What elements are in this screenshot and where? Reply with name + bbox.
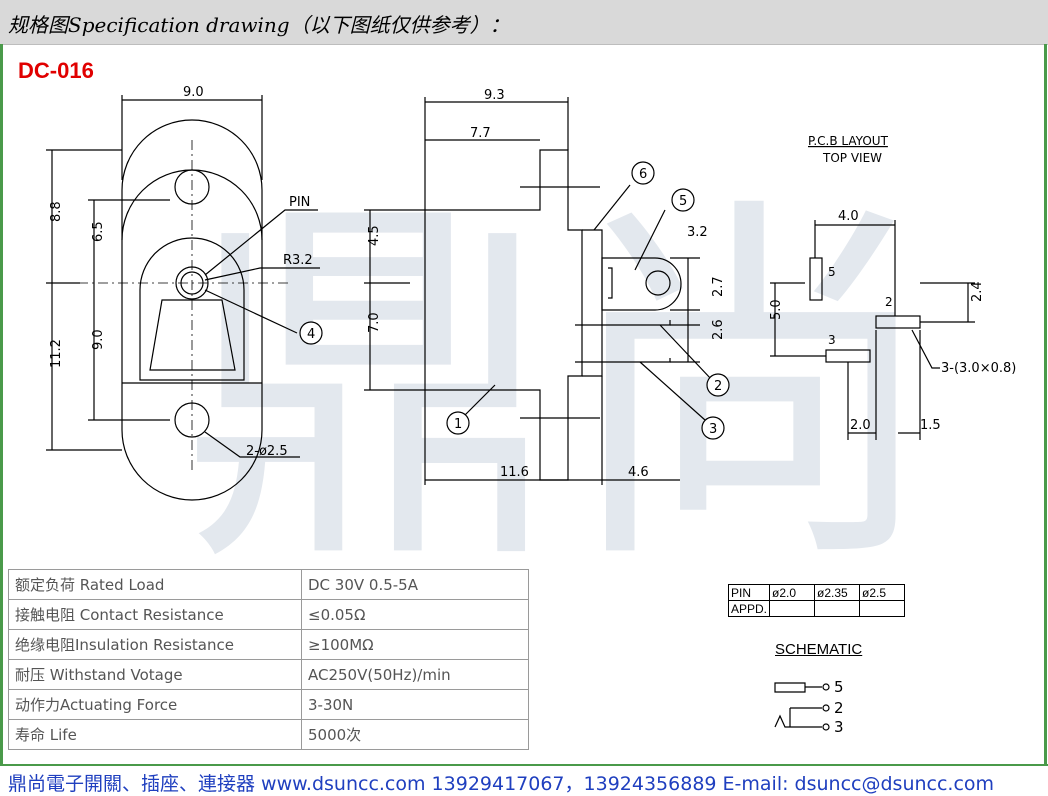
frame-left [0,44,3,766]
pcb-subtitle: TOP VIEW [822,151,882,165]
table-row: PIN ø2.0 ø2.35 ø2.5 [727,584,906,601]
dim-side-26: 2.6 [711,319,726,340]
callout-5: 5 [679,194,687,209]
pin-header: ø2.35 [814,584,861,601]
dim-side-45: 4.5 [367,225,382,246]
pcb-pin-2: 2 [885,295,893,309]
pcb-dim-40: 4.0 [838,209,859,224]
spec-key: 动作力Actuating Force [8,689,302,720]
pin-cell: APPD. [727,600,771,617]
schematic-symbol [774,682,830,731]
callout-3: 3 [709,422,717,437]
dim-side-116: 11.6 [500,465,529,480]
schematic-pin-2: 2 [834,699,844,717]
spec-key: 寿命 Life [8,719,302,750]
pcb-title: P.C.B LAYOUT [808,134,889,148]
dim-height-90: 9.0 [91,329,106,350]
label-radius: R3.2 [283,253,313,268]
spec-key: 耐压 Withstand Votage [8,659,302,690]
dim-side-93: 9.3 [484,88,505,103]
dim-side-46: 4.6 [628,465,649,480]
front-view [46,95,320,501]
callout-2: 2 [714,379,722,394]
dim-height-65: 6.5 [91,221,106,242]
pin-cell [814,600,861,617]
pin-table: PIN ø2.0 ø2.35 ø2.5 APPD. [727,584,906,617]
label-pin: PIN [289,195,310,210]
label-hole: 2-ø2.5 [246,444,288,459]
model-number: DC-016 [18,58,94,83]
pcb-layout [770,220,975,440]
header-bar: 规格图Specification drawing（以下图纸仅供参考）： [0,0,1048,45]
pcb-pin-5: 5 [828,265,836,279]
pcb-dim-50: 5.0 [769,299,784,320]
page-title: 规格图Specification drawing（以下图纸仅供参考）： [8,13,510,37]
pin-cell [859,600,906,617]
pin-header: PIN [727,584,771,601]
callout-1: 1 [454,417,462,432]
spec-value: ≥100MΩ [301,629,529,660]
dim-height-112: 11.2 [49,339,64,368]
spec-value: 5000次 [301,719,529,750]
schematic-title: SCHEMATIC [775,641,863,658]
spec-value: AC250V(50Hz)/min [301,659,529,690]
dim-side-70: 7.0 [367,312,382,333]
pcb-dim-24: 2.4 [970,281,985,302]
side-view [364,97,713,485]
spec-value: DC 30V 0.5-5A [301,569,529,600]
frame-right [1044,44,1047,766]
dim-side-32: 3.2 [687,225,708,240]
frame-bottom [0,764,1048,766]
spec-value: 3-30N [301,689,529,720]
callout-4: 4 [307,327,315,342]
spec-key: 额定负荷 Rated Load [8,569,302,600]
table-row: 接触电阻 Contact Resistance≤0.05Ω [8,599,529,630]
pin-header: ø2.0 [769,584,816,601]
spec-key: 绝缘电阻Insulation Resistance [8,629,302,660]
pcb-dim-20: 2.0 [850,418,871,433]
schematic-pin-3: 3 [834,718,844,736]
table-row: APPD. [727,600,906,617]
pcb-dim-15: 1.5 [920,418,941,433]
callout-6: 6 [639,167,647,182]
dim-front-width: 9.0 [183,85,204,100]
pcb-pin-3: 3 [828,333,836,347]
watermark: 鼎尚 [180,167,940,610]
schematic-pin-5: 5 [834,678,844,696]
spec-key: 接触电阻 Contact Resistance [8,599,302,630]
pin-cell [769,600,816,617]
dim-side-27: 2.7 [711,276,726,297]
dim-side-77: 7.7 [470,126,491,141]
pcb-slot-label: 3-(3.0×0.8) [941,361,1016,376]
pin-header: ø2.5 [859,584,906,601]
footer-bar: 鼎尚電子開關、插座、連接器 www.dsuncc.com 13929417067… [0,766,1048,796]
spec-value: ≤0.05Ω [301,599,529,630]
dim-height-88: 8.8 [49,201,64,222]
footer-contact: 鼎尚電子開關、插座、連接器 www.dsuncc.com 13929417067… [8,773,995,795]
table-row: 绝缘电阻Insulation Resistance≥100MΩ [8,629,529,660]
